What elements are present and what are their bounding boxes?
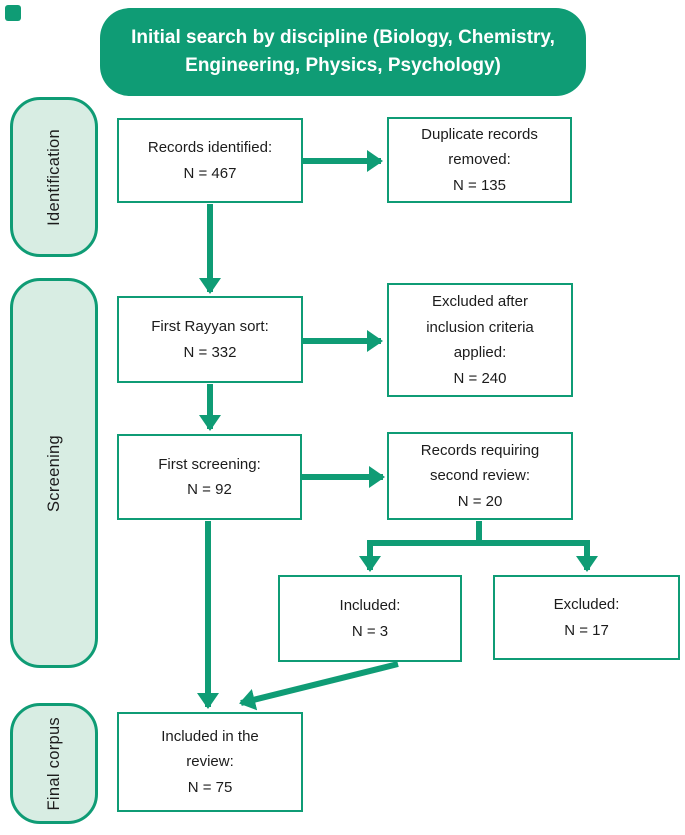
first-screening-label: First screening: bbox=[158, 455, 261, 473]
second-review-count: N = 20 bbox=[457, 492, 503, 510]
first-screening-count: N = 92 bbox=[187, 481, 232, 498]
box-records-identified-text: Records identified: N = 467 bbox=[148, 135, 272, 186]
box-first-rayyan-sort: First Rayyan sort: N = 332 bbox=[117, 296, 303, 383]
box-excluded-after-second-review-text: Excluded: N = 17 bbox=[554, 592, 620, 643]
included-in-review-count: N = 75 bbox=[187, 778, 233, 796]
header-title: Initial search by discipline (Biology, C… bbox=[131, 24, 555, 79]
header-title-line1: Initial search by discipline (Biology, C… bbox=[131, 27, 555, 49]
box-duplicates-removed: Duplicate records removed: N = 135 bbox=[387, 117, 572, 203]
box-second-review: Records requiring second review: N = 20 bbox=[387, 432, 573, 520]
box-first-rayyan-sort-text: First Rayyan sort: N = 332 bbox=[151, 314, 269, 365]
excluded-after-second-review-label: Excluded: bbox=[553, 596, 620, 613]
box-included-after-second-review: Included: N = 3 bbox=[278, 575, 462, 662]
included-after-second-review-count: N = 3 bbox=[351, 622, 389, 640]
box-excluded-after-second-review: Excluded: N = 17 bbox=[493, 575, 680, 660]
box-excluded-inclusion-criteria-text: Excluded after inclusion criteria applie… bbox=[414, 289, 546, 391]
stage-screening: Screening bbox=[10, 278, 98, 668]
box-records-identified: Records identified: N = 467 bbox=[117, 118, 303, 203]
included-after-second-review-label: Included: bbox=[339, 597, 401, 614]
second-review-label: Records requiring second review: bbox=[420, 441, 540, 485]
included-in-review-label: Included in the review: bbox=[161, 727, 259, 771]
corner-marker bbox=[5, 5, 21, 21]
first-rayyan-sort-label: First Rayyan sort: bbox=[151, 318, 269, 335]
box-included-in-review-text: Included in the review: N = 75 bbox=[151, 724, 269, 801]
excluded-inclusion-criteria-label: Excluded after inclusion criteria applie… bbox=[426, 293, 534, 361]
excluded-inclusion-criteria-count: N = 240 bbox=[453, 369, 507, 387]
box-first-screening: First screening: N = 92 bbox=[117, 434, 302, 520]
box-included-in-review: Included in the review: N = 75 bbox=[117, 712, 303, 812]
records-identified-count: N = 467 bbox=[183, 164, 237, 182]
stage-identification: Identification bbox=[10, 97, 98, 257]
stage-final-corpus: Final corpus bbox=[10, 703, 98, 824]
records-identified-label: Records identified: bbox=[147, 139, 273, 156]
header-title-line2: Engineering, Physics, Psychology) bbox=[185, 55, 501, 76]
duplicates-removed-label: Duplicate records removed: bbox=[421, 125, 538, 169]
box-included-after-second-review-text: Included: N = 3 bbox=[340, 593, 401, 644]
arrow-included3-to-final bbox=[239, 661, 399, 711]
box-excluded-inclusion-criteria: Excluded after inclusion criteria applie… bbox=[387, 283, 573, 397]
first-rayyan-sort-count: N = 332 bbox=[183, 343, 237, 361]
box-second-review-text: Records requiring second review: N = 20 bbox=[409, 438, 551, 515]
box-first-screening-text: First screening: N = 92 bbox=[158, 452, 261, 503]
excluded-after-second-review-count: N = 17 bbox=[564, 621, 609, 639]
duplicates-removed-count: N = 135 bbox=[453, 176, 506, 194]
header-banner: Initial search by discipline (Biology, C… bbox=[100, 8, 586, 96]
box-duplicates-removed-text: Duplicate records removed: N = 135 bbox=[405, 122, 555, 199]
